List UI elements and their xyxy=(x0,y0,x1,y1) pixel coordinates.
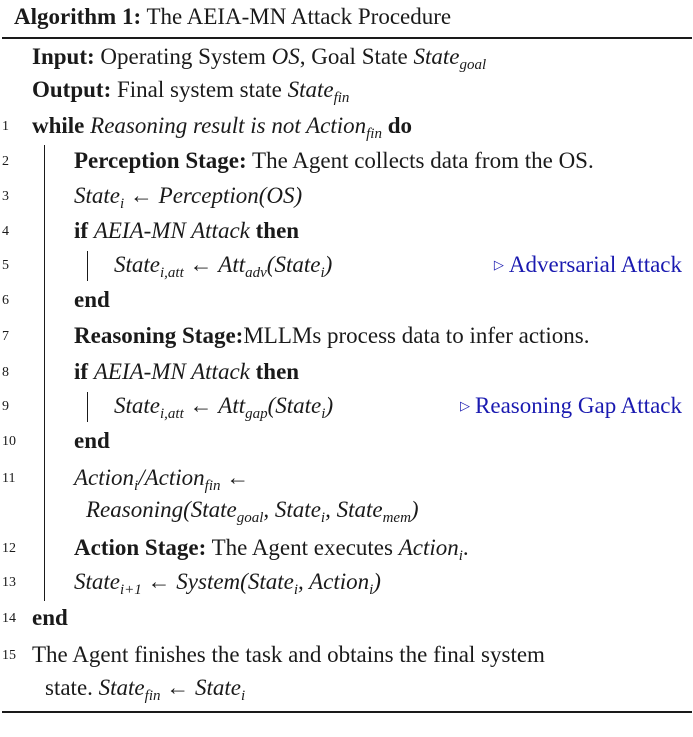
algo-line-15: 15 The Agent finishes the task and obtai… xyxy=(2,642,545,667)
algo-line-1: 1 while Reasoning result is not Actionfi… xyxy=(2,113,413,142)
comment-triangle-icon: ▷ xyxy=(460,398,471,413)
line-number: 3 xyxy=(2,189,9,204)
line-number: 4 xyxy=(2,224,9,239)
algo-line-9: 9 Statei,att ← Attgap(Statei) ▷Reasoning… xyxy=(0,390,693,424)
algo-line-8: 8 if AEIA-MN Attack then xyxy=(2,359,300,384)
input-line: Input: Operating System OS, Goal State S… xyxy=(32,44,487,73)
algo-line-11: 11 Actioni/Actionfin ← xyxy=(2,465,250,494)
algo-line-12: 12 Action Stage: The Agent executes Acti… xyxy=(2,535,469,564)
line-number: 7 xyxy=(2,329,9,344)
line-number: 13 xyxy=(2,575,16,590)
algo-line-2: 2 Perception Stage: The Agent collects d… xyxy=(2,148,594,173)
caption-label: Algorithm 1: xyxy=(14,4,142,29)
comment-reasoning-gap-attack: ▷Reasoning Gap Attack xyxy=(460,393,682,418)
comment-adversarial-attack: ▷Adversarial Attack xyxy=(493,252,682,277)
line-number: 9 xyxy=(2,399,9,414)
algo-line-6: 6 end xyxy=(2,287,110,312)
line-number: 11 xyxy=(2,471,16,486)
algo-line-11-continued: Reasoning(Stategoal, Statei, Statemem) xyxy=(86,497,419,526)
while-block-bar xyxy=(44,145,45,601)
algo-line-14: 14 end xyxy=(2,605,68,630)
line-number: 8 xyxy=(2,365,9,380)
line-number: 5 xyxy=(2,258,9,273)
output-label: Output: xyxy=(32,77,112,102)
bottom-rule xyxy=(2,711,692,713)
if-block-bar-2 xyxy=(87,392,88,422)
input-label: Input: xyxy=(32,44,95,69)
caption-title: The AEIA-MN Attack Procedure xyxy=(146,4,452,29)
algo-line-10: 10 end xyxy=(2,428,110,453)
algo-line-7: 7 Reasoning Stage:MLLMs process data to … xyxy=(2,323,590,348)
algo-line-3: 3 Statei ← Perception(OS) xyxy=(2,183,303,212)
line-number: 6 xyxy=(2,293,9,308)
line-number: 15 xyxy=(2,648,16,663)
if-block-bar-1 xyxy=(87,251,88,281)
line-number: 12 xyxy=(2,541,16,556)
top-rule xyxy=(2,37,692,39)
line-number: 2 xyxy=(2,154,9,169)
algo-line-5: 5 Statei,att ← Attadv(Statei) ▷Adversari… xyxy=(0,249,693,283)
algo-line-4: 4 if AEIA-MN Attack then xyxy=(2,218,300,243)
line-number: 1 xyxy=(2,119,9,134)
line-number: 14 xyxy=(2,611,16,626)
algo-line-15-continued: state. Statefin ← Statei xyxy=(45,675,246,704)
algorithm-caption: Algorithm 1: The AEIA-MN Attack Procedur… xyxy=(14,2,451,32)
output-line: Output: Final system state Statefin xyxy=(32,77,350,106)
comment-triangle-icon: ▷ xyxy=(493,257,504,272)
line-number: 10 xyxy=(2,434,16,449)
algo-line-13: 13 Statei+1 ← System(Statei, Actioni) xyxy=(2,569,381,598)
